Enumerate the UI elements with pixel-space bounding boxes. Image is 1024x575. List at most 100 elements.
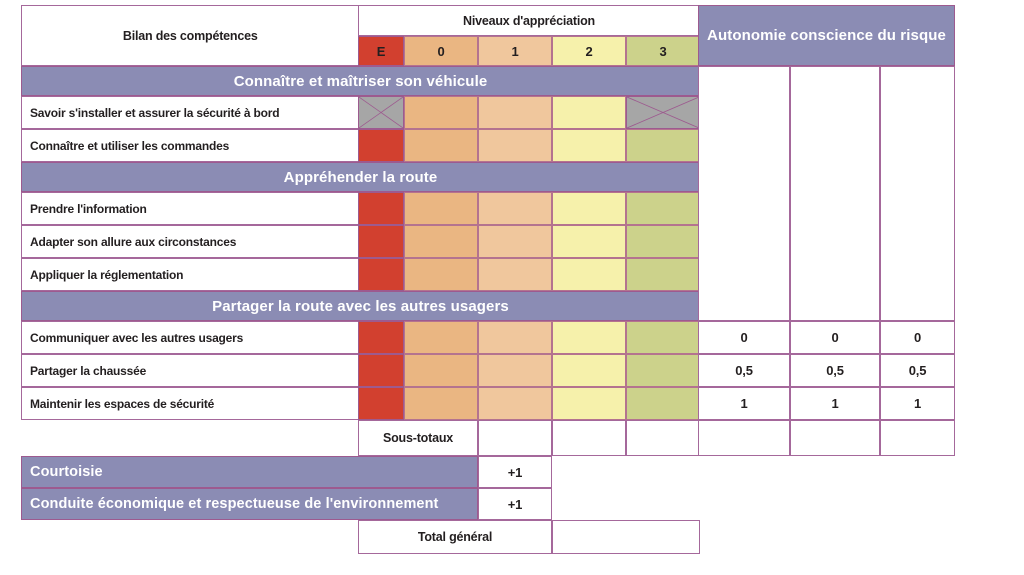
autonomy-value-cell[interactable]: 0,5 bbox=[698, 354, 790, 387]
autonomy-value-cell[interactable]: 0,5 bbox=[880, 354, 955, 387]
level-cell-E[interactable] bbox=[358, 129, 404, 162]
subtotal-value-cell-1[interactable] bbox=[478, 420, 552, 456]
competency-row-label: Prendre l'information bbox=[21, 192, 360, 225]
level-cell-1[interactable] bbox=[478, 129, 552, 162]
level-cell-1[interactable] bbox=[478, 192, 552, 225]
competency-row-label: Savoir s'installer et assurer la sécurit… bbox=[21, 96, 360, 129]
level-header-label-2: 2 bbox=[585, 43, 593, 59]
level-cell-2[interactable] bbox=[552, 387, 626, 420]
level-header-2[interactable]: 2 bbox=[552, 36, 626, 66]
level-cell-2[interactable] bbox=[552, 258, 626, 291]
autonomy-value-text: 0 bbox=[740, 330, 748, 345]
level-cell-E[interactable] bbox=[358, 321, 404, 354]
level-header-label-E: E bbox=[376, 43, 386, 59]
bonus-row-label-text-0: Courtoisie bbox=[30, 464, 103, 480]
section-banner-label-0: Connaître et maîtriser son véhicule bbox=[233, 72, 488, 90]
level-cell-3[interactable] bbox=[626, 354, 700, 387]
level-cell-E[interactable] bbox=[358, 192, 404, 225]
level-header-1[interactable]: 1 bbox=[478, 36, 552, 66]
level-cell-2[interactable] bbox=[552, 354, 626, 387]
subtotal-value-cell-3[interactable] bbox=[626, 420, 700, 456]
level-cell-3[interactable] bbox=[626, 321, 700, 354]
autonomy-column-2[interactable] bbox=[880, 66, 955, 321]
level-cell-3[interactable] bbox=[626, 258, 700, 291]
level-cell-2[interactable] bbox=[552, 225, 626, 258]
autonomy-value-text: 0,5 bbox=[826, 363, 844, 378]
autonomy-value-cell[interactable]: 0 bbox=[880, 321, 955, 354]
level-header-0[interactable]: 0 bbox=[404, 36, 478, 66]
autonomy-value-cell[interactable]: 0 bbox=[790, 321, 880, 354]
competency-row-label-text: Appliquer la réglementation bbox=[30, 267, 184, 282]
level-cell-3[interactable] bbox=[626, 129, 700, 162]
level-cell-2[interactable] bbox=[552, 129, 626, 162]
level-cell-2[interactable] bbox=[552, 321, 626, 354]
bonus-row-value-0[interactable]: +1 bbox=[478, 456, 552, 488]
level-cell-E[interactable] bbox=[358, 258, 404, 291]
level-cell-0[interactable] bbox=[404, 258, 478, 291]
level-cell-1[interactable] bbox=[478, 354, 552, 387]
autonomy-value-text: 0,5 bbox=[908, 363, 927, 378]
subtotal-value-cell-6[interactable] bbox=[880, 420, 955, 456]
level-cell-2[interactable] bbox=[552, 96, 626, 129]
competency-row-label: Maintenir les espaces de sécurité bbox=[21, 387, 360, 420]
section-banner-0: Connaître et maîtriser son véhicule bbox=[21, 66, 700, 96]
level-header-E[interactable]: E bbox=[358, 36, 404, 66]
level-cell-1[interactable] bbox=[478, 225, 552, 258]
level-cell-1[interactable] bbox=[478, 321, 552, 354]
autonomy-value-cell[interactable]: 1 bbox=[698, 387, 790, 420]
level-cell-1[interactable] bbox=[478, 258, 552, 291]
level-header-label-3: 3 bbox=[659, 43, 667, 59]
autonomy-column-0[interactable] bbox=[698, 66, 790, 321]
bonus-row-value-text-0: +1 bbox=[507, 464, 523, 480]
level-cell-0[interactable] bbox=[404, 96, 478, 129]
autonomy-value-text: 0 bbox=[913, 330, 922, 345]
competency-row-label-text: Partager la chaussée bbox=[30, 363, 147, 378]
autonomy-value-cell[interactable]: 0,5 bbox=[790, 354, 880, 387]
level-cell-0[interactable] bbox=[404, 129, 478, 162]
bonus-row-value-text-1: +1 bbox=[507, 496, 523, 512]
autonomy-column-1[interactable] bbox=[790, 66, 880, 321]
subtotal-value-cell-5[interactable] bbox=[790, 420, 880, 456]
autonomy-value-text: 1 bbox=[740, 396, 748, 411]
level-cell-disabled[interactable] bbox=[626, 96, 700, 129]
level-cell-0[interactable] bbox=[404, 387, 478, 420]
level-cell-3[interactable] bbox=[626, 192, 700, 225]
level-cell-E[interactable] bbox=[358, 387, 404, 420]
autonomy-value-cell[interactable]: 0 bbox=[698, 321, 790, 354]
autonomy-value-cell[interactable]: 1 bbox=[790, 387, 880, 420]
level-header-label-0: 0 bbox=[437, 43, 445, 59]
level-cell-0[interactable] bbox=[404, 192, 478, 225]
competency-row-label-text: Communiquer avec les autres usagers bbox=[30, 330, 244, 345]
competency-row-label-text: Maintenir les espaces de sécurité bbox=[30, 396, 215, 411]
competency-row-label-text: Prendre l'information bbox=[30, 201, 147, 216]
level-cell-3[interactable] bbox=[626, 225, 700, 258]
level-cell-E[interactable] bbox=[358, 354, 404, 387]
autonomy-value-cell[interactable]: 1 bbox=[880, 387, 955, 420]
bonus-row-value-1[interactable]: +1 bbox=[478, 488, 552, 520]
bonus-row-label-1: Conduite économique et respectueuse de l… bbox=[21, 488, 478, 520]
level-header-3[interactable]: 3 bbox=[626, 36, 700, 66]
level-cell-E[interactable] bbox=[358, 225, 404, 258]
bonus-row-label-text-1: Conduite économique et respectueuse de l… bbox=[30, 496, 439, 512]
level-cell-0[interactable] bbox=[404, 321, 478, 354]
level-cell-1[interactable] bbox=[478, 387, 552, 420]
subtotal-value-cell-2[interactable] bbox=[552, 420, 626, 456]
autonomy-group-header: Autonomie conscience du risque bbox=[698, 5, 955, 66]
level-header-label-1: 1 bbox=[511, 43, 519, 59]
section-banner-2: Partager la route avec les autres usager… bbox=[21, 291, 700, 321]
section-banner-1: Appréhender la route bbox=[21, 162, 700, 192]
level-cell-1[interactable] bbox=[478, 96, 552, 129]
level-cell-3[interactable] bbox=[626, 387, 700, 420]
grand-total-value-cell[interactable] bbox=[552, 520, 700, 554]
autonomy-group-header-label: Autonomie conscience du risque bbox=[707, 27, 946, 44]
level-cell-2[interactable] bbox=[552, 192, 626, 225]
level-cell-disabled[interactable] bbox=[358, 96, 404, 129]
level-cell-0[interactable] bbox=[404, 225, 478, 258]
section-banner-label-2: Partager la route avec les autres usager… bbox=[212, 297, 509, 315]
grand-total-label-cell: Total général bbox=[358, 520, 552, 554]
level-cell-0[interactable] bbox=[404, 354, 478, 387]
competency-row-label-text: Adapter son allure aux circonstances bbox=[30, 234, 237, 249]
subtotal-value-cell-4[interactable] bbox=[698, 420, 790, 456]
subtotals-label-text: Sous-totaux bbox=[382, 431, 454, 445]
